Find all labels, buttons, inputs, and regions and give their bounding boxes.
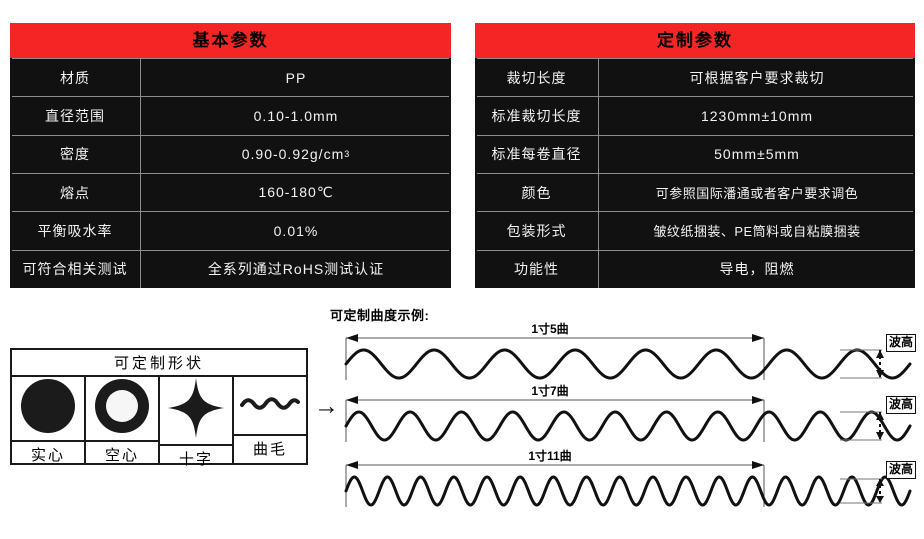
wave-height-label: 波高 — [885, 461, 916, 479]
customizable-shape-box: 可定制形状 实心 空心 — [10, 348, 308, 468]
row-key: 密度 — [10, 135, 141, 173]
shape-item-solid: 实心 — [12, 377, 86, 464]
row-value: 可参照国际潘通或者客户要求调色 — [655, 186, 859, 202]
table-row: 颜色 可参照国际潘通或者客户要求调色 — [475, 172, 915, 212]
wave-row: 1寸11曲 波高 — [340, 449, 916, 511]
row-value: 0.10-1.0mm — [253, 107, 339, 124]
shape-item-label: 十字 — [178, 451, 213, 468]
table-row: 熔点 160-180℃ — [10, 172, 451, 212]
row-key: 直径范围 — [10, 97, 141, 135]
shape-item-wavy: 曲毛 — [234, 377, 306, 463]
row-value: 1230mm±10mm — [700, 107, 814, 124]
row-value: 全系列通过RoHS测试认证 — [207, 261, 385, 278]
row-value: 皱纹纸捆装、PE筒料或自粘膜捆装 — [653, 224, 861, 240]
row-key: 平衡吸水率 — [10, 212, 141, 250]
shape-item-cross: 十字 — [160, 377, 234, 468]
row-key: 熔点 — [10, 173, 141, 212]
table-row: 直径范围 0.10-1.0mm — [10, 96, 451, 135]
table-row: 可符合相关测试 全系列通过RoHS测试认证 — [10, 249, 451, 288]
table-row: 包装形式 皱纹纸捆装、PE筒料或自粘膜捆装 — [475, 211, 915, 250]
row-value: 160-180℃ — [258, 184, 334, 201]
wave-span-label: 1寸11曲 — [528, 449, 572, 463]
wave-diagram — [344, 334, 912, 380]
table-row: 裁切长度 可根据客户要求裁切 — [475, 58, 915, 97]
row-key: 包装形式 — [475, 212, 599, 250]
shape-art-cell — [160, 377, 232, 446]
shape-item-label: 实心 — [30, 447, 65, 464]
shape-art-cell — [234, 377, 306, 436]
row-key: 标准裁切长度 — [475, 97, 599, 135]
row-value: 0.01% — [273, 222, 319, 239]
wave-span-label: 1寸7曲 — [531, 384, 569, 398]
curve-panel-caption: 可定制曲度示例: — [330, 308, 430, 323]
shape-item-hollow: 空心 — [86, 377, 160, 464]
wave-span-label: 1寸5曲 — [531, 322, 569, 336]
shape-art-cell — [86, 377, 158, 442]
custom-parameters-title: 定制参数 — [475, 23, 915, 58]
row-key: 颜色 — [475, 173, 599, 212]
row-key: 可符合相关测试 — [10, 250, 141, 288]
row-key: 裁切长度 — [475, 59, 599, 97]
table-row: 标准每卷直径 50mm±5mm — [475, 134, 915, 173]
table-row: 材质 PP — [10, 58, 451, 97]
wave-row: 1寸7曲 波高 — [340, 384, 916, 446]
basic-parameters-table: 基本参数 材质 PP 直径范围 0.10-1.0mm 密度 0.90-0.92g… — [10, 23, 451, 288]
four-point-star-icon — [167, 377, 225, 444]
shape-art-cell — [12, 377, 84, 442]
row-key: 标准每卷直径 — [475, 135, 599, 173]
wave-height-label: 波高 — [885, 334, 916, 352]
flow-arrow-icon: → — [314, 392, 339, 420]
hollow-circle-icon — [93, 377, 151, 440]
shape-grid: 实心 空心 十字 — [12, 377, 306, 468]
row-value: 可根据客户要求裁切 — [689, 69, 825, 86]
wave-height-label: 波高 — [885, 396, 916, 414]
shape-box-title: 可定制形状 — [12, 350, 306, 377]
row-value-text: 0.90-0.92g/cm — [241, 146, 345, 163]
table-row: 平衡吸水率 0.01% — [10, 211, 451, 250]
wave-diagram — [344, 461, 912, 507]
row-value: 导电，阻燃 — [719, 261, 795, 278]
table-row: 标准裁切长度 1230mm±10mm — [475, 96, 915, 135]
basic-parameters-title: 基本参数 — [10, 23, 451, 58]
row-key: 功能性 — [475, 250, 599, 288]
wavy-line-icon — [239, 393, 301, 418]
custom-parameters-rows: 裁切长度 可根据客户要求裁切 标准裁切长度 1230mm±10mm 标准每卷直径… — [475, 58, 915, 288]
row-value-superscript: 3 — [344, 149, 351, 160]
wave-diagram — [344, 396, 912, 442]
solid-circle-icon — [19, 377, 77, 440]
custom-parameters-table: 定制参数 裁切长度 可根据客户要求裁切 标准裁切长度 1230mm±10mm 标… — [475, 23, 915, 288]
row-value: 50mm±5mm — [714, 146, 800, 163]
shape-item-label: 空心 — [104, 447, 139, 464]
row-key: 材质 — [10, 59, 141, 97]
shape-item-label: 曲毛 — [252, 441, 287, 458]
wave-row: 1寸5曲 波高 — [340, 322, 916, 384]
row-value: PP — [285, 69, 307, 86]
table-row: 功能性 导电，阻燃 — [475, 249, 915, 288]
